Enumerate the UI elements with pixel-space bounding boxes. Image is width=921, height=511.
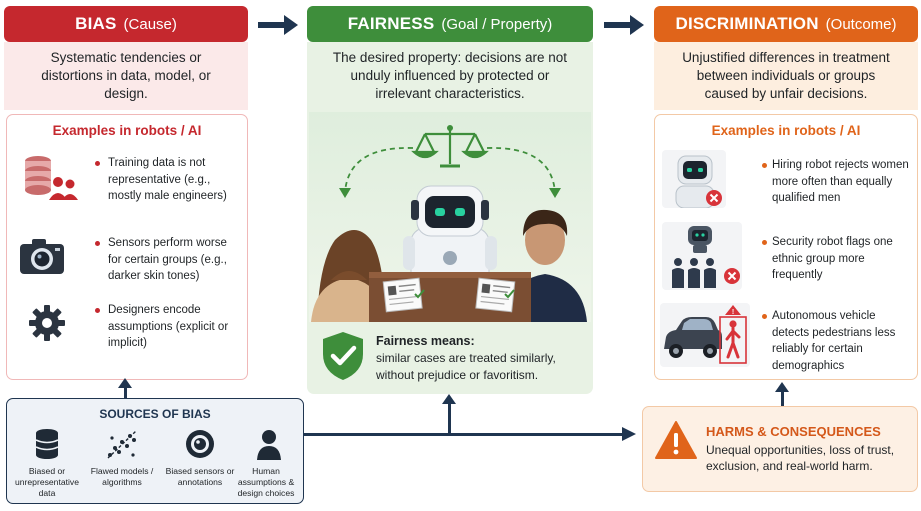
camera-icon	[20, 239, 64, 274]
source-label-human: Human assumptions & design choices	[237, 466, 295, 498]
harms-title: HARMS & CONSEQUENCES	[706, 424, 881, 439]
discrimination-example-bullet	[762, 163, 767, 168]
discrimination-example-bullet	[762, 314, 767, 319]
bias-description-box: Systematic tendencies or distortions in …	[4, 42, 248, 110]
bias-header: BIAS (Cause)	[4, 6, 248, 42]
source-label-sensors: Biased sensors or annotations	[165, 466, 235, 487]
database-icon	[35, 429, 59, 459]
connector-harms-to-discrimination	[781, 390, 784, 406]
connector-sources-to-bias	[124, 386, 127, 400]
bias-example-bullet	[95, 161, 100, 166]
shield-check-icon	[323, 332, 363, 380]
connector-sources-horizontal	[304, 433, 626, 436]
scale-icon	[411, 128, 489, 168]
discrimination-description: Unjustified differences in treatment bet…	[682, 50, 890, 101]
discrimination-examples-title: Examples in robots / AI	[711, 123, 861, 138]
arrow-up-to-fairness	[442, 394, 456, 404]
sensor-icon	[186, 430, 214, 458]
robot-reject-icon	[662, 150, 726, 208]
car-pedestrian-icon: !	[660, 303, 750, 367]
bias-subtitle: (Cause)	[123, 15, 177, 33]
scatter-plot-icon	[107, 430, 137, 459]
warning-icon	[655, 421, 697, 459]
arrow-up-to-discrimination	[775, 382, 789, 392]
bias-example-bullet	[95, 241, 100, 246]
discrimination-subtitle: (Outcome)	[825, 15, 897, 33]
gear-icon	[29, 305, 65, 341]
arrow-up-to-bias	[118, 378, 132, 388]
source-label-data: Biased or unrepresentative data	[14, 466, 80, 498]
bias-example-3: Designers encode assumptions (explicit o…	[108, 304, 229, 349]
discrimination-example-3: Autonomous vehicle detects pedestrians l…	[772, 310, 896, 372]
discrimination-description-box: Unjustified differences in treatment bet…	[654, 42, 918, 110]
bias-example-bullet	[95, 308, 100, 313]
arrow-bias-to-fairness	[258, 15, 298, 35]
fairness-means-title: Fairness means:	[376, 334, 475, 348]
database-people-icon	[25, 156, 78, 200]
bias-example-1: Training data is not representative (e.g…	[108, 157, 227, 202]
discrimination-title: DISCRIMINATION	[675, 14, 819, 33]
discrimination-example-bullet	[762, 240, 767, 245]
svg-text:!: !	[732, 309, 734, 316]
bias-description: Systematic tendencies or distortions in …	[41, 50, 211, 101]
bias-title: BIAS	[75, 14, 117, 33]
person-icon	[257, 430, 281, 460]
fairness-description: The desired property: decisions are not …	[332, 50, 568, 101]
fairness-title: FAIRNESS	[347, 14, 435, 33]
source-label-models: Flawed models / algorithms	[90, 466, 154, 487]
security-robot-icon	[662, 222, 742, 290]
discrimination-example-2: Security robot flags one ethnic group mo…	[772, 236, 893, 281]
harms-text: Unequal opportunities, loss of trust, ex…	[706, 443, 895, 473]
sources-title: SOURCES OF BIAS	[99, 407, 211, 421]
fairness-illustration	[309, 112, 591, 322]
discrimination-header: DISCRIMINATION (Outcome)	[654, 6, 918, 42]
arrow-right-to-harms	[622, 427, 636, 441]
connector-up-to-fairness	[448, 402, 451, 434]
bias-examples-title: Examples in robots / AI	[52, 123, 202, 138]
fairness-description-box: The desired property: decisions are not …	[307, 42, 593, 110]
arrow-fairness-to-discrimination	[604, 15, 644, 35]
fairness-means-text: similar cases are treated similarly, wit…	[376, 351, 556, 382]
bias-example-2: Sensors perform worse for certain groups…	[108, 237, 227, 282]
discrimination-example-1: Hiring robot rejects women more often th…	[772, 159, 909, 204]
fairness-subtitle: (Goal / Property)	[441, 15, 553, 33]
fairness-header: FAIRNESS (Goal / Property)	[307, 6, 593, 42]
